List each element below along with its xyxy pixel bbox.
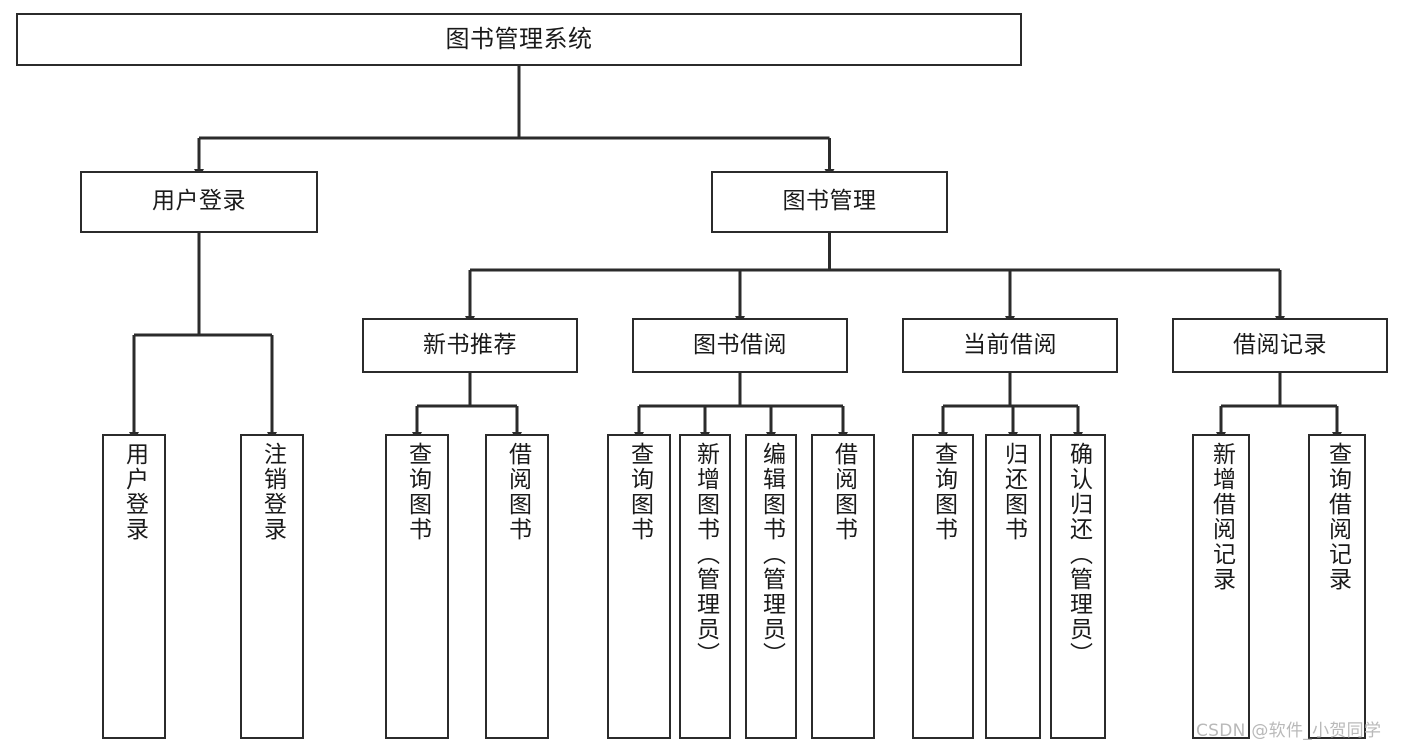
node-leaf-creturn[interactable]: 归还图书 [985, 434, 1041, 739]
node-leaf-nb-query[interactable]: 查询图书 [385, 434, 449, 739]
node-current[interactable]: 当前借阅 [902, 318, 1118, 373]
node-label: 借阅图书 [830, 442, 857, 542]
node-label: 新增图书（管理员） [692, 442, 719, 667]
node-label: 编辑图书（管理员） [758, 442, 785, 667]
node-label: 借阅图书 [504, 442, 531, 542]
node-leaf-bedit[interactable]: 编辑图书（管理员） [745, 434, 797, 739]
node-borrow[interactable]: 图书借阅 [632, 318, 848, 373]
node-label: 查询借阅记录 [1324, 442, 1351, 592]
node-bookmgmt[interactable]: 图书管理 [711, 171, 948, 233]
csdn-watermark: CSDN @软件_小贺同学 [1196, 721, 1382, 741]
edges-group [129, 66, 1342, 441]
node-leaf-radd[interactable]: 新增借阅记录 [1192, 434, 1250, 739]
node-records[interactable]: 借阅记录 [1172, 318, 1388, 373]
node-leaf-logout[interactable]: 注销登录 [240, 434, 304, 739]
node-leaf-cq[interactable]: 查询图书 [912, 434, 974, 739]
node-label: 当前借阅 [963, 331, 1057, 358]
node-label: 图书借阅 [693, 331, 787, 358]
node-leaf-nb-borrow[interactable]: 借阅图书 [485, 434, 549, 739]
node-root[interactable]: 图书管理系统 [16, 13, 1022, 66]
node-label: 注销登录 [259, 442, 286, 542]
node-label: 确认归还（管理员） [1065, 442, 1092, 667]
node-label: 图书管理 [782, 188, 877, 215]
node-label: 用户登录 [152, 188, 246, 215]
node-label: 查询图书 [404, 442, 431, 542]
node-leaf-cconfirm[interactable]: 确认归还（管理员） [1050, 434, 1106, 739]
node-login[interactable]: 用户登录 [80, 171, 318, 233]
node-newbook[interactable]: 新书推荐 [362, 318, 578, 373]
node-label: 新书推荐 [423, 331, 517, 358]
node-leaf-bq[interactable]: 查询图书 [607, 434, 671, 739]
node-label: 新增借阅记录 [1208, 442, 1235, 592]
node-leaf-badd[interactable]: 新增图书（管理员） [679, 434, 731, 739]
node-leaf-bborrow[interactable]: 借阅图书 [811, 434, 875, 739]
node-label: 查询图书 [930, 442, 957, 542]
node-leaf-login[interactable]: 用户登录 [102, 434, 166, 739]
node-leaf-rquery[interactable]: 查询借阅记录 [1308, 434, 1366, 739]
node-label: 归还图书 [1000, 442, 1027, 542]
node-label: 图书管理系统 [445, 25, 593, 54]
node-label: 用户登录 [121, 442, 148, 542]
node-label: 借阅记录 [1233, 331, 1327, 358]
node-label: 查询图书 [626, 442, 653, 542]
